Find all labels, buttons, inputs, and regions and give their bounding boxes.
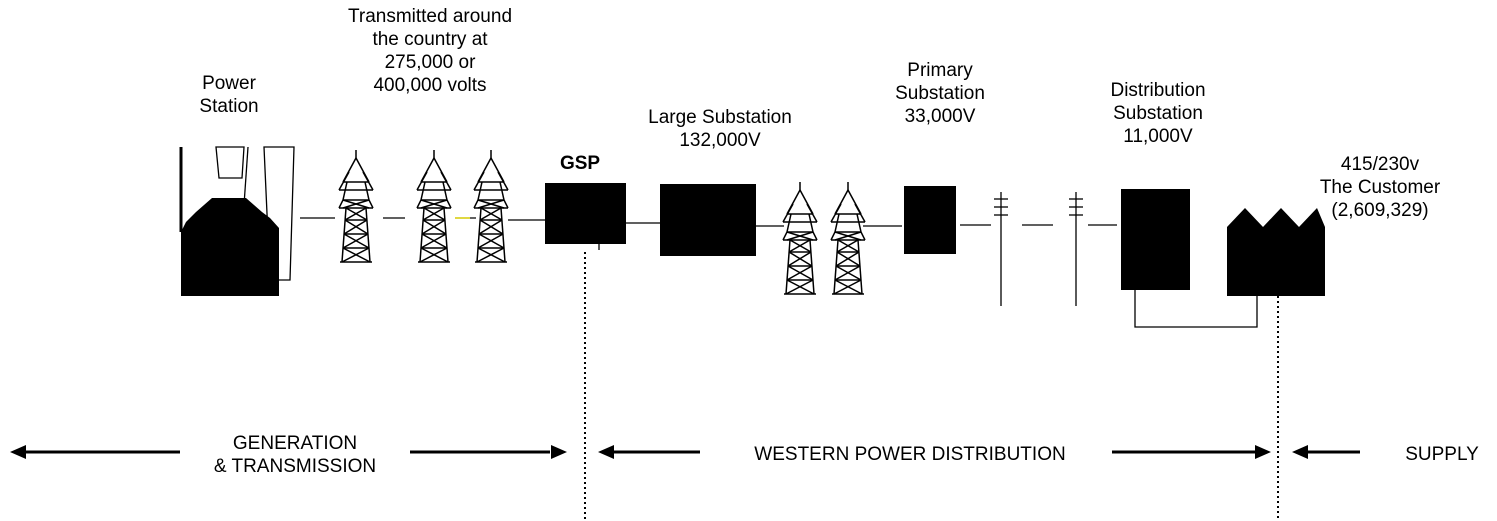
label-line: GENERATION [232, 433, 358, 454]
primary-substation-label: Primary Substation 33,000V [870, 59, 1010, 128]
label-line: Power [202, 73, 256, 94]
primary-substation [904, 186, 956, 254]
label-line: (2,609,329) [1331, 200, 1429, 221]
supply-section: SUPPLY [1405, 444, 1479, 465]
wpd-section: WESTERN POWER DISTRIBUTION [754, 444, 1066, 465]
customer-label: 415/230v The Customer (2,609,329) [1290, 153, 1470, 222]
label-line: Primary [907, 60, 973, 81]
pole-icon [1069, 192, 1083, 306]
label-line: 33,000V [904, 106, 976, 127]
label-line: Transmitted around [347, 6, 513, 27]
arrow-icon [10, 445, 1360, 459]
pole-icon [994, 192, 1008, 306]
large-substation [660, 184, 756, 256]
label-line: 132,000V [679, 130, 761, 151]
label-line: Large Substation [648, 107, 792, 128]
pylon-icon [473, 149, 509, 263]
power-station-icon [179, 146, 295, 296]
pylon-icon [782, 181, 818, 295]
label-line: 415/230v [1340, 154, 1420, 175]
label-line: Substation [1113, 103, 1203, 124]
pylon-icon [416, 149, 452, 263]
label-line: & TRANSMISSION [213, 456, 377, 477]
gsp-substation [545, 183, 626, 244]
transmission-label: Transmitted around the country at 275,00… [310, 5, 550, 97]
distribution-substation-label: Distribution Substation 11,000V [1088, 79, 1228, 148]
label-line: Distribution [1110, 80, 1206, 101]
label-line: the country at [372, 29, 488, 50]
generation-transmission-section: GENERATION & TRANSMISSION [190, 432, 400, 478]
transmission-lines [300, 217, 1258, 328]
distribution-substation [1121, 189, 1190, 290]
label-line: 400,000 volts [373, 75, 487, 96]
pylon-icon [338, 149, 374, 263]
large-substation-label: Large Substation 132,000V [620, 106, 820, 152]
customer-factory-icon [1227, 208, 1325, 296]
label-line: 11,000V [1123, 126, 1193, 147]
label-line: 275,000 or [384, 52, 476, 73]
label-line: The Customer [1319, 177, 1441, 198]
gsp-label: GSP [559, 153, 601, 174]
label-line: Substation [895, 83, 985, 104]
pylon-icon [830, 181, 866, 295]
label-line: Station [199, 96, 259, 117]
power-station-label: Power Station [184, 72, 274, 118]
